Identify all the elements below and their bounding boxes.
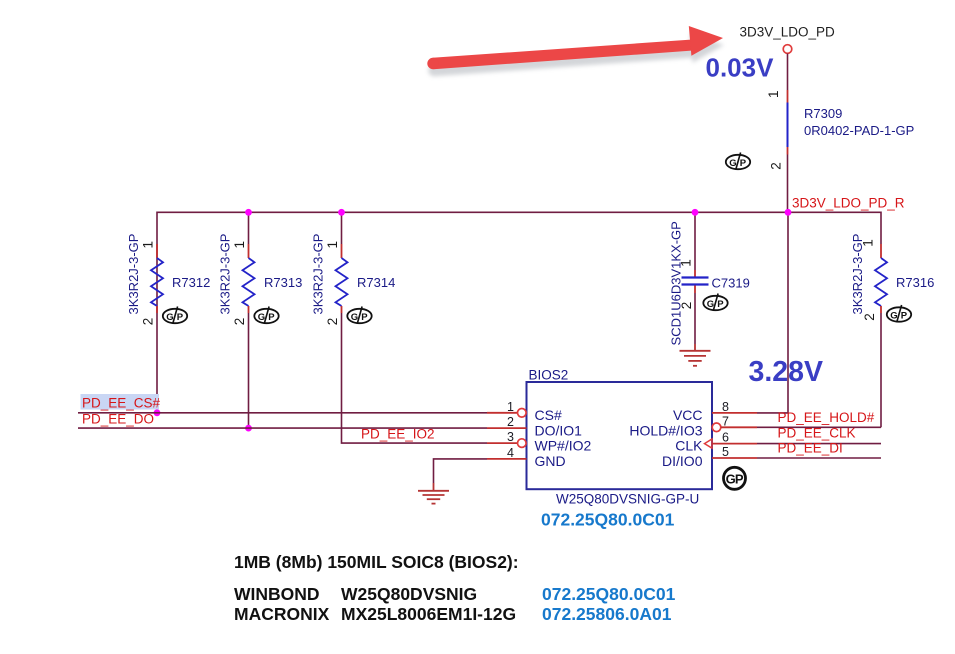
- svg-text:DI/IO0: DI/IO0: [662, 453, 703, 469]
- svg-text:3K3R2J-3-GP: 3K3R2J-3-GP: [850, 234, 865, 315]
- svg-text:MACRONIX: MACRONIX: [234, 604, 330, 624]
- svg-text:2: 2: [232, 318, 247, 326]
- svg-text:HOLD#/IO3: HOLD#/IO3: [629, 422, 702, 438]
- svg-text:1: 1: [766, 90, 781, 98]
- svg-text:2: 2: [769, 162, 784, 170]
- svg-text:2: 2: [679, 302, 694, 310]
- svg-text:2: 2: [862, 313, 877, 321]
- svg-text:072.25Q80.0C01: 072.25Q80.0C01: [542, 584, 676, 604]
- svg-text:SCD1U6D3V1KX-GP: SCD1U6D3V1KX-GP: [669, 221, 684, 345]
- svg-text:3: 3: [507, 430, 514, 444]
- svg-text:R7313: R7313: [264, 275, 302, 290]
- svg-text:1: 1: [232, 241, 247, 249]
- svg-text:2: 2: [141, 318, 156, 326]
- svg-text:DO/IO1: DO/IO1: [535, 422, 583, 438]
- svg-text:3D3V_LDO_PD_R: 3D3V_LDO_PD_R: [792, 196, 905, 211]
- svg-text:1: 1: [325, 241, 340, 249]
- svg-text:R7314: R7314: [357, 275, 395, 290]
- svg-text:3K3R2J-3-GP: 3K3R2J-3-GP: [126, 234, 141, 315]
- svg-text:PD_EE_CLK: PD_EE_CLK: [778, 426, 856, 441]
- svg-text:3K3R2J-3-GP: 3K3R2J-3-GP: [218, 234, 233, 315]
- svg-text:PD_EE_DO: PD_EE_DO: [82, 412, 154, 427]
- svg-text:R7312: R7312: [172, 275, 210, 290]
- svg-text:MX25L8006EM1I-12G: MX25L8006EM1I-12G: [341, 604, 516, 624]
- svg-text:WP#/IO2: WP#/IO2: [535, 438, 592, 454]
- svg-text:1: 1: [141, 241, 156, 249]
- svg-text:R7309: R7309: [804, 106, 842, 121]
- svg-text:C7319: C7319: [712, 276, 750, 291]
- svg-text:1: 1: [507, 400, 514, 414]
- svg-text:WINBOND: WINBOND: [234, 584, 320, 604]
- svg-text:7: 7: [722, 414, 729, 428]
- svg-text:6: 6: [722, 431, 729, 445]
- svg-text:0R0402-PAD-1-GP: 0R0402-PAD-1-GP: [804, 123, 914, 138]
- svg-text:W25Q80DVSNIG-GP-U: W25Q80DVSNIG-GP-U: [556, 492, 699, 507]
- svg-text:3.28V: 3.28V: [749, 356, 823, 388]
- svg-text:1: 1: [679, 259, 694, 267]
- svg-text:072.25Q80.0C01: 072.25Q80.0C01: [541, 510, 675, 530]
- svg-text:8: 8: [722, 400, 729, 414]
- svg-text:3D3V_LDO_PD: 3D3V_LDO_PD: [740, 25, 836, 40]
- svg-text:GP: GP: [726, 471, 744, 486]
- svg-text:5: 5: [722, 445, 729, 459]
- svg-text:072.25806.0A01: 072.25806.0A01: [542, 604, 672, 624]
- svg-text:W25Q80DVSNIG: W25Q80DVSNIG: [341, 584, 477, 604]
- svg-text:3K3R2J-3-GP: 3K3R2J-3-GP: [311, 234, 326, 315]
- svg-text:PD_EE_DI: PD_EE_DI: [778, 441, 843, 456]
- svg-text:GND: GND: [535, 453, 566, 469]
- svg-text:1: 1: [861, 239, 876, 247]
- svg-text:PD_EE_IO2: PD_EE_IO2: [361, 427, 435, 442]
- svg-text:R7316: R7316: [896, 275, 934, 290]
- svg-text:CS#: CS#: [535, 407, 562, 423]
- svg-text:VCC: VCC: [673, 407, 703, 423]
- svg-text:PD_EE_CS#: PD_EE_CS#: [82, 396, 161, 411]
- svg-text:1MB (8Mb) 150MIL SOIC8 (BIOS2): 1MB (8Mb) 150MIL SOIC8 (BIOS2):: [234, 552, 519, 572]
- svg-text:2: 2: [507, 415, 514, 429]
- svg-text:0.03V: 0.03V: [706, 53, 775, 83]
- svg-text:PD_EE_HOLD#: PD_EE_HOLD#: [778, 410, 875, 425]
- svg-text:CLK: CLK: [675, 438, 703, 454]
- svg-text:4: 4: [507, 446, 514, 460]
- svg-text:BIOS2: BIOS2: [529, 368, 569, 383]
- svg-text:2: 2: [325, 318, 340, 326]
